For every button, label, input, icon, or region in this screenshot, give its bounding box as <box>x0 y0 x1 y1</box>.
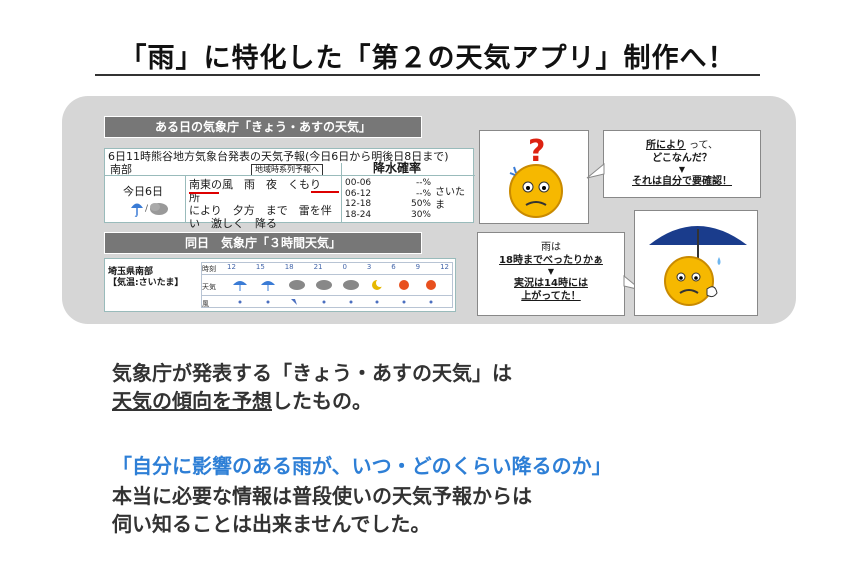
confused-face-icon: ? <box>509 134 563 218</box>
body-line-2: 天気の傾向を予想したもの。 <box>112 389 372 413</box>
divider <box>185 175 186 223</box>
emphasis-text: 天気の傾向を予想 <box>112 389 272 413</box>
body-line-5: 伺い知ることは出来ませんでした。 <box>112 512 431 536</box>
row-label-weather: 天気 <box>202 283 216 291</box>
prob-row: 00-06--% <box>345 178 431 188</box>
svg-text:/: / <box>145 204 149 214</box>
svg-text:?: ? <box>528 134 545 169</box>
speech-bubble-top: 所により って、 どこなんだ？ ▼ それは自分で要確認！ <box>603 130 761 198</box>
forecast-city: さいたま <box>435 187 465 211</box>
page-title: 「雨」に特化した「第２の天気アプリ」制作へ！ <box>119 43 736 74</box>
forecast-text: 南東の風 雨 夜 くもり 所 により 夕方 まで 雷を伴 い 激しく 降る <box>189 178 339 230</box>
sun-icon <box>426 280 436 290</box>
forecast-text-line: い 激しく 降る <box>189 217 277 230</box>
forecast-date: 今日6日 <box>123 185 163 198</box>
cloud-icon <box>316 280 332 290</box>
red-underline <box>311 191 339 193</box>
forecast-text-line: により 夕方 まで 雷を伴 <box>189 204 332 217</box>
red-underline <box>189 192 219 194</box>
umbrella-icon <box>233 281 247 291</box>
forecast-box: 6日11時熊谷地方気象台発表の天気予報(今日6日から明後日8日まで) 南部 地域… <box>104 148 475 230</box>
three-hour-location: 埼玉県南部 【気温:さいたま】 <box>108 267 184 288</box>
umbrella-face-icon <box>649 226 747 306</box>
prob-row: 06-12--% <box>345 188 431 199</box>
confused-face-box: ? <box>479 130 589 224</box>
row-label-time: 時刻 <box>202 265 216 273</box>
umbrella-face-box <box>634 210 758 316</box>
forecast-caption: ある日の気象庁「きょう・あすの天気」 <box>104 116 422 138</box>
divider <box>341 163 342 223</box>
three-hour-grid <box>201 262 453 308</box>
divider <box>201 274 453 275</box>
forecast-header: 6日11時熊谷地方気象台発表の天気予報(今日6日から明後日8日まで) <box>108 150 449 163</box>
speech-bubble-bottom: 雨は 18時までべったりかぁ ▼ 実況は14時には 上がってた！ <box>477 232 625 316</box>
forecast-text-line: 南東の風 雨 夜 くもり 所 <box>189 178 332 204</box>
row-label-wind: 風 <box>202 300 209 308</box>
title-underline <box>95 74 760 76</box>
weather-icon-row <box>233 279 436 305</box>
sun-icon <box>399 280 409 290</box>
rain-cloud-icon: / <box>131 203 168 217</box>
divider <box>105 175 475 176</box>
cloud-icon <box>289 280 305 290</box>
forecast-area: 南部 <box>110 163 132 176</box>
wind-arrow-icon <box>238 299 433 305</box>
body-line-4: 本当に必要な情報は普段使いの天気予報からは <box>112 484 532 508</box>
highlight-quote: 「自分に影響のある雨が、いつ・どのくらい降るのか」 <box>112 454 612 478</box>
moon-icon <box>372 279 384 290</box>
body-line-1: 気象庁が発表する「きょう・あすの天気」は <box>112 361 512 385</box>
bubble-tail <box>586 162 605 179</box>
three-hour-caption: 同日 気象庁「３時間天気」 <box>104 232 422 254</box>
cloud-icon <box>343 280 359 290</box>
umbrella-icon <box>261 281 275 291</box>
precip-prob-title: 降水確率 <box>373 161 422 175</box>
divider <box>201 295 453 296</box>
